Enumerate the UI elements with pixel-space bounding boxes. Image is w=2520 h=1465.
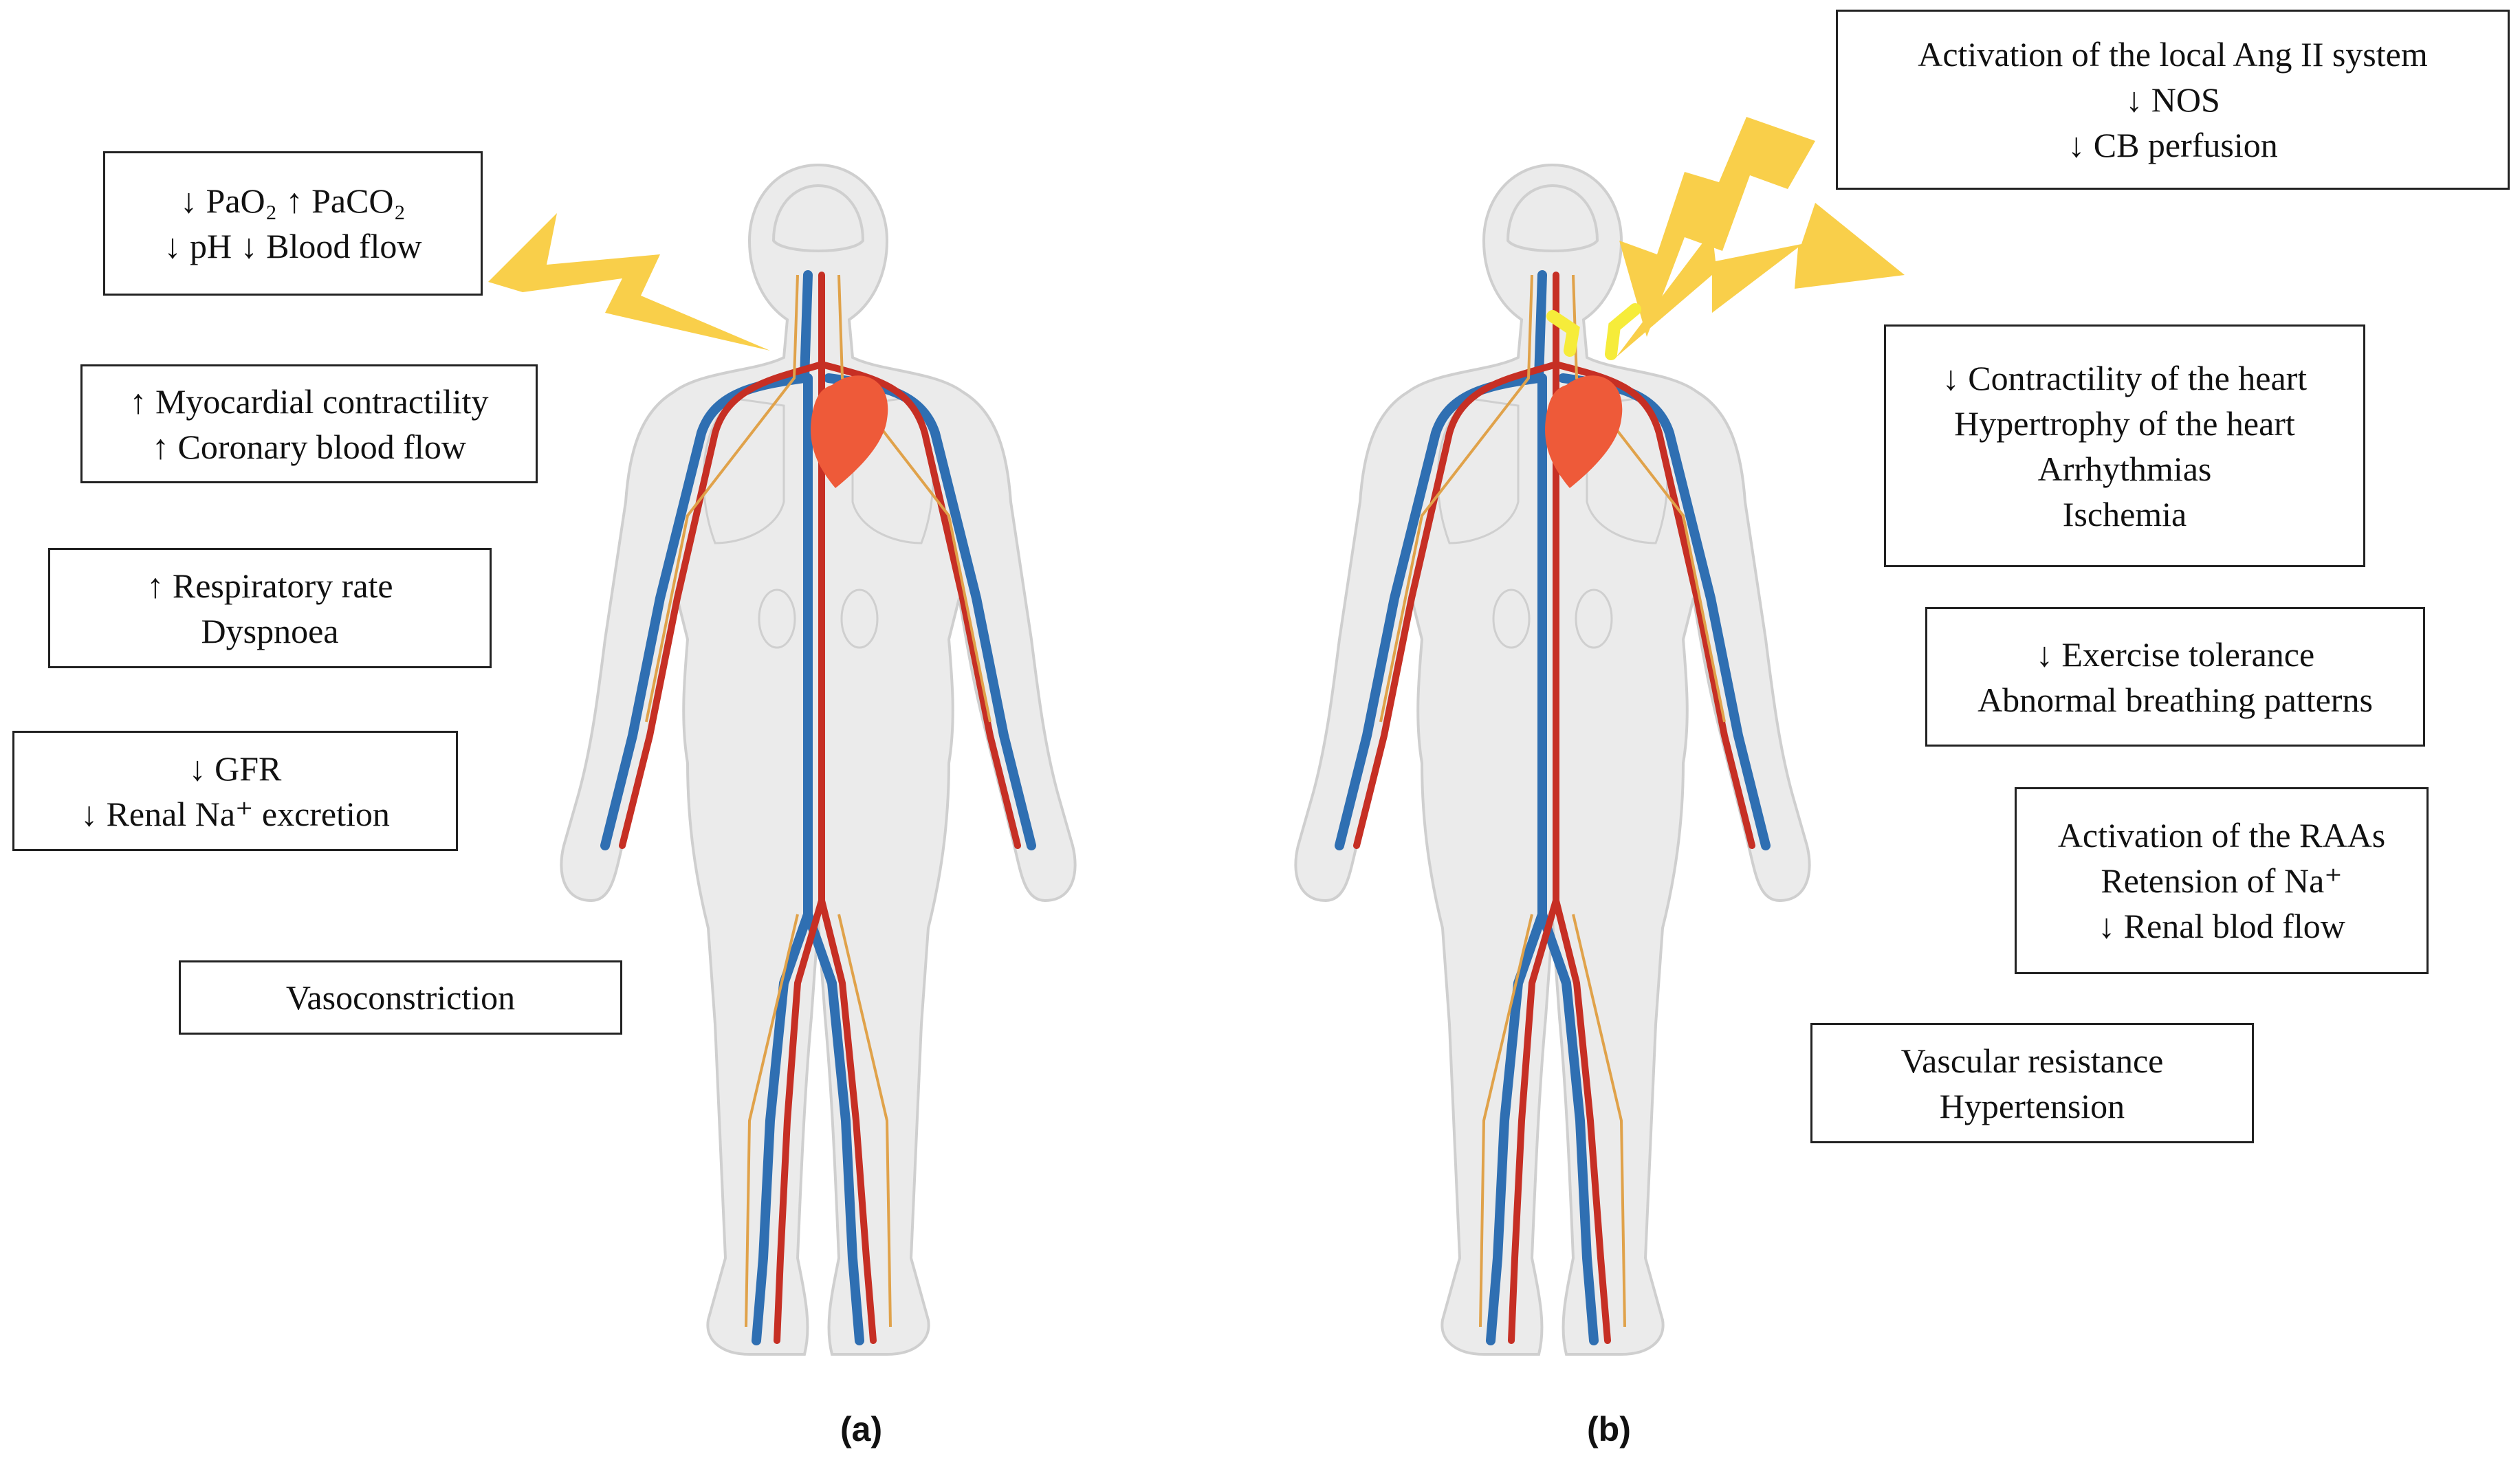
kidney-icon-right <box>1575 588 1613 649</box>
box-line: Dyspnoea <box>201 611 339 650</box>
box-line: Activation of the RAAs <box>2057 816 2386 855</box>
box-line: Ischemia <box>2062 494 2187 533</box>
box-myocardial: ↑ Myocardial contractility ↑ Coronary bl… <box>80 364 538 483</box>
nerve-lines <box>645 274 991 1328</box>
box-exercise: ↓ Exercise tolerance Abnormal breathing … <box>1925 607 2425 747</box>
box-respiratory: ↑ Respiratory rate Dyspnoea <box>48 548 492 668</box>
box-line: Vascular resistance <box>1900 1041 2164 1080</box>
box-line: Hypertension <box>1939 1086 2125 1125</box>
box-line: ↓ PaO₂ ↑ PaCO₂ <box>180 181 406 220</box>
kidney-icon-left <box>758 588 796 649</box>
box-line: ↓ Exercise tolerance <box>2035 635 2315 674</box>
box-ang-ii: Activation of the local Ang II system ↓ … <box>1836 10 2510 190</box>
vein-main <box>600 270 1036 1345</box>
box-vascular: Vascular resistance Hypertension <box>1810 1023 2254 1143</box>
box-vasoconstriction: Vasoconstriction <box>179 960 622 1035</box>
box-line: Retension of Na⁺ <box>2101 861 2343 900</box>
box-renal: ↓ GFR ↓ Renal Na⁺ excretion <box>12 731 458 851</box>
nerve-lines <box>1379 274 1726 1328</box>
box-line: ↓ NOS <box>2125 80 2220 119</box>
panel-label-a: (a) <box>840 1410 883 1449</box>
lightning-bolt-icon-b2 <box>1616 203 1905 357</box>
panel-label-b: (b) <box>1587 1410 1631 1449</box>
box-line: Hypertrophy of the heart <box>1954 404 2295 443</box>
kidney-icon-left <box>1492 588 1531 649</box>
box-line: ↑ Respiratory rate <box>146 566 393 605</box>
box-line: ↓ Renal Na⁺ excretion <box>80 794 390 833</box>
vein-main <box>1335 270 1771 1345</box>
human-figure-a <box>560 163 1077 1356</box>
human-figure-b <box>1294 163 1811 1356</box>
box-line: Arrhythmias <box>2037 449 2212 488</box>
box-line: ↓ pH ↓ Blood flow <box>164 227 422 265</box>
box-heart: ↓ Contractility of the heart Hypertrophy… <box>1884 324 2365 567</box>
box-line: ↓ CB perfusion <box>2068 126 2278 164</box>
brain-icon <box>1506 184 1599 252</box>
box-raas: Activation of the RAAs Retension of Na⁺ … <box>2015 787 2429 974</box>
artery-main <box>619 272 1021 1344</box>
kidney-icon-right <box>840 588 879 649</box>
heart-icon <box>1545 375 1623 488</box>
box-blood-gases: ↓ PaO₂ ↑ PaCO₂ ↓ pH ↓ Blood flow <box>103 151 483 296</box>
box-line: Vasoconstriction <box>285 978 516 1017</box>
box-line: ↓ Contractility of the heart <box>1942 358 2308 397</box>
box-line: ↓ Renal blod flow <box>2098 907 2345 945</box>
box-line: ↑ Coronary blood flow <box>152 427 466 466</box>
lung-left <box>1436 397 1520 544</box>
lung-left <box>702 397 785 544</box>
box-line: ↑ Myocardial contractility <box>129 382 489 421</box>
box-line: ↓ GFR <box>188 749 282 788</box>
lightning-bolt-accent-icon <box>1546 303 1641 360</box>
box-line: Abnormal breathing patterns <box>1977 680 2373 719</box>
artery-main <box>1353 272 1755 1344</box>
lightning-bolt-icon-a <box>488 213 770 351</box>
brain-icon <box>771 184 865 252</box>
heart-icon <box>811 375 888 488</box>
box-line: Activation of the local Ang II system <box>1918 35 2428 74</box>
lightning-bolt-icon-b1 <box>1619 117 1815 337</box>
